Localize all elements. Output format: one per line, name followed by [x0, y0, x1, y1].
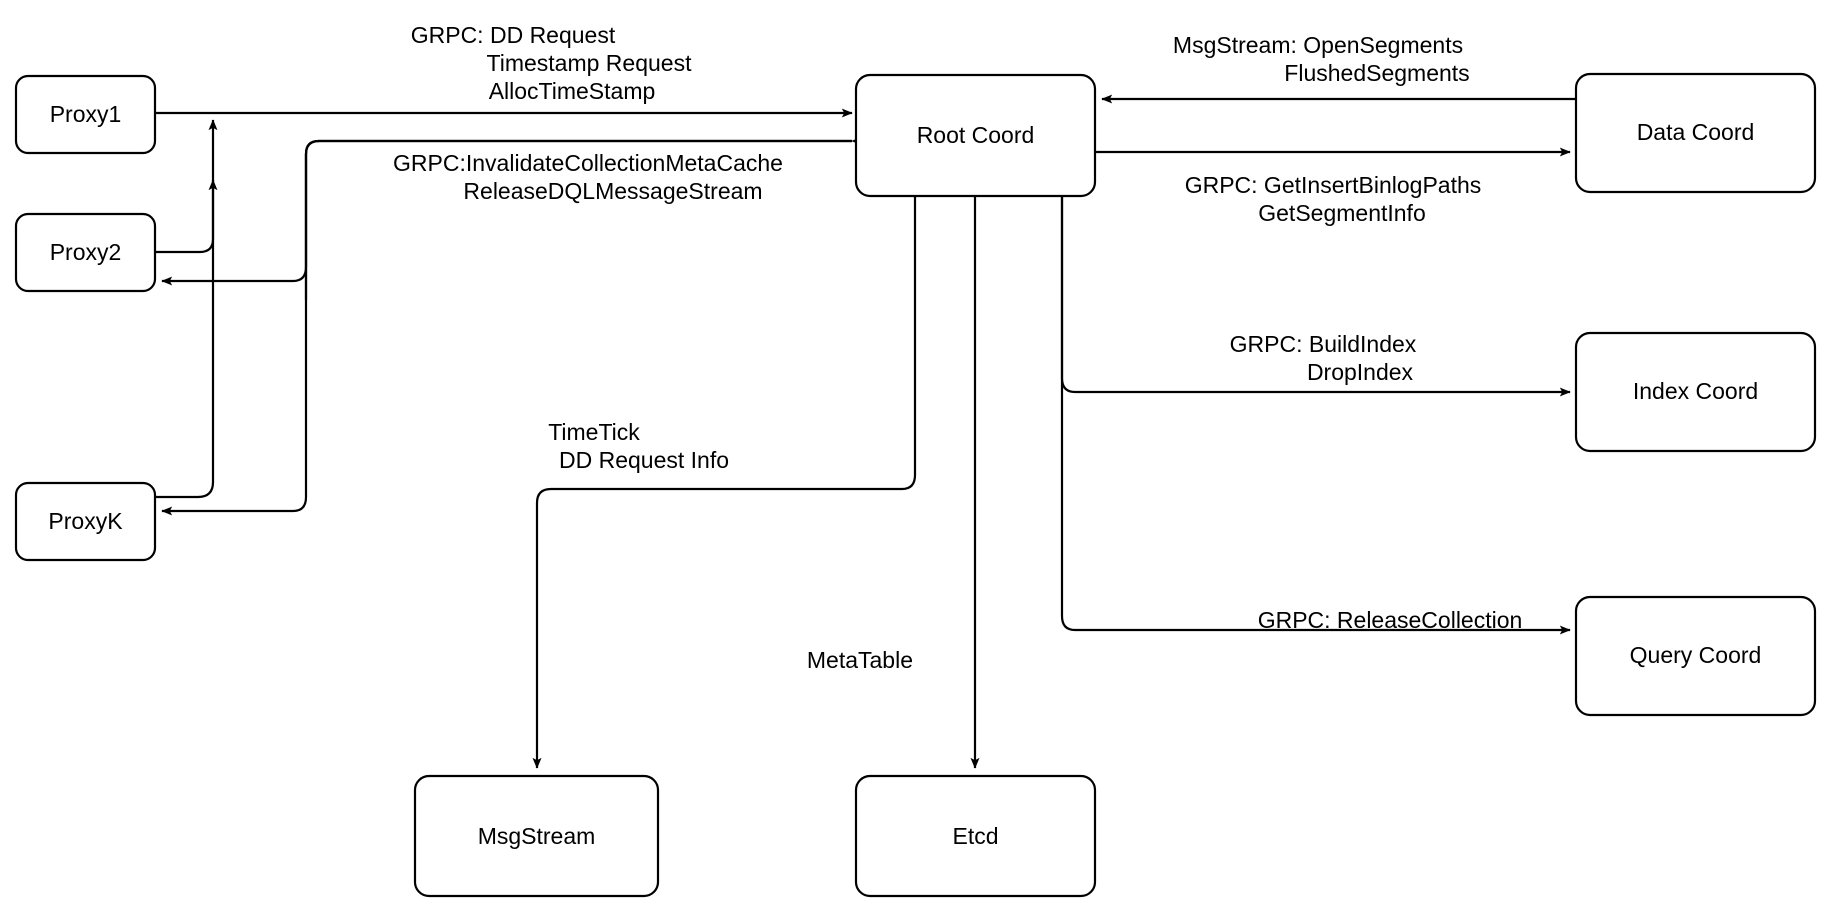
edge-label-get-segment-info: GetSegmentInfo	[1258, 200, 1426, 226]
edge-label-timestamp-request: Timestamp Request	[487, 50, 693, 76]
edge-label-grpc-dd-request: GRPC: DD Request	[411, 22, 616, 48]
node-index-coord-box[interactable]	[1574, 331, 1817, 453]
node-proxyk[interactable]: ProxyK	[14, 481, 157, 562]
edge-root-to-msgstream	[532, 196, 917, 769]
edge-label-alloc-timestamp: AllocTimeStamp	[489, 78, 656, 104]
node-root-coord-box[interactable]	[854, 73, 1097, 198]
node-etcd-label: Etcd	[952, 823, 998, 849]
edge-label-drop-index: DropIndex	[1307, 359, 1414, 385]
node-msgstream-label: MsgStream	[478, 823, 596, 849]
node-query-coord-box[interactable]	[1574, 595, 1817, 717]
node-proxy1-label: Proxy1	[50, 101, 122, 127]
node-proxy2[interactable]: Proxy2	[14, 212, 157, 293]
node-proxy1[interactable]: Proxy1	[14, 74, 157, 155]
node-etcd-box[interactable]	[854, 774, 1097, 898]
edge-label-flushed-segments: FlushedSegments	[1284, 60, 1469, 86]
edge-label-grpc-build-index: GRPC: BuildIndex	[1230, 331, 1417, 357]
edge-proxy2-riser	[155, 119, 218, 254]
edge-label-meta-table: MetaTable	[807, 647, 913, 673]
edge-label-invalidate-collection-meta-cache: GRPC:InvalidateCollectionMetaCache	[393, 150, 783, 176]
node-query-coord-label: Query Coord	[1630, 642, 1762, 668]
node-msgstream-box[interactable]	[413, 774, 660, 898]
node-proxy1-box[interactable]	[14, 74, 157, 155]
node-index-coord-label: Index Coord	[1633, 378, 1758, 404]
edge-label-time-tick: TimeTick	[548, 419, 640, 445]
node-data-coord-label: Data Coord	[1637, 119, 1755, 145]
edge-label-grpc-get-insert-binlog-paths: GRPC: GetInsertBinlogPaths	[1185, 172, 1482, 198]
node-proxyk-box[interactable]	[14, 481, 157, 562]
node-proxyk-label: ProxyK	[48, 508, 123, 534]
edge-root-to-querycoord	[1060, 196, 1571, 635]
edge-label-release-dql-message-stream: ReleaseDQLMessageStream	[463, 178, 762, 204]
node-proxy2-box[interactable]	[14, 212, 157, 293]
node-root-coord[interactable]: Root Coord	[854, 73, 1097, 198]
node-root-coord-label: Root Coord	[917, 122, 1035, 148]
edge-proxyk-riser	[155, 179, 218, 499]
node-proxy2-label: Proxy2	[50, 239, 122, 265]
node-index-coord[interactable]: Index Coord	[1574, 331, 1817, 453]
edge-label-dd-request-info: DD Request Info	[559, 447, 729, 473]
node-data-coord-box[interactable]	[1574, 72, 1817, 194]
node-etcd[interactable]: Etcd	[854, 774, 1097, 898]
edge-label-grpc-release-collection: GRPC: ReleaseCollection	[1258, 607, 1523, 633]
edge-label-msgstream-open-segments: MsgStream: OpenSegments	[1173, 32, 1463, 58]
node-msgstream[interactable]: MsgStream	[413, 774, 660, 898]
node-data-coord[interactable]: Data Coord	[1574, 72, 1817, 194]
edge-root-to-proxyk	[161, 139, 320, 516]
node-query-coord[interactable]: Query Coord	[1574, 595, 1817, 717]
